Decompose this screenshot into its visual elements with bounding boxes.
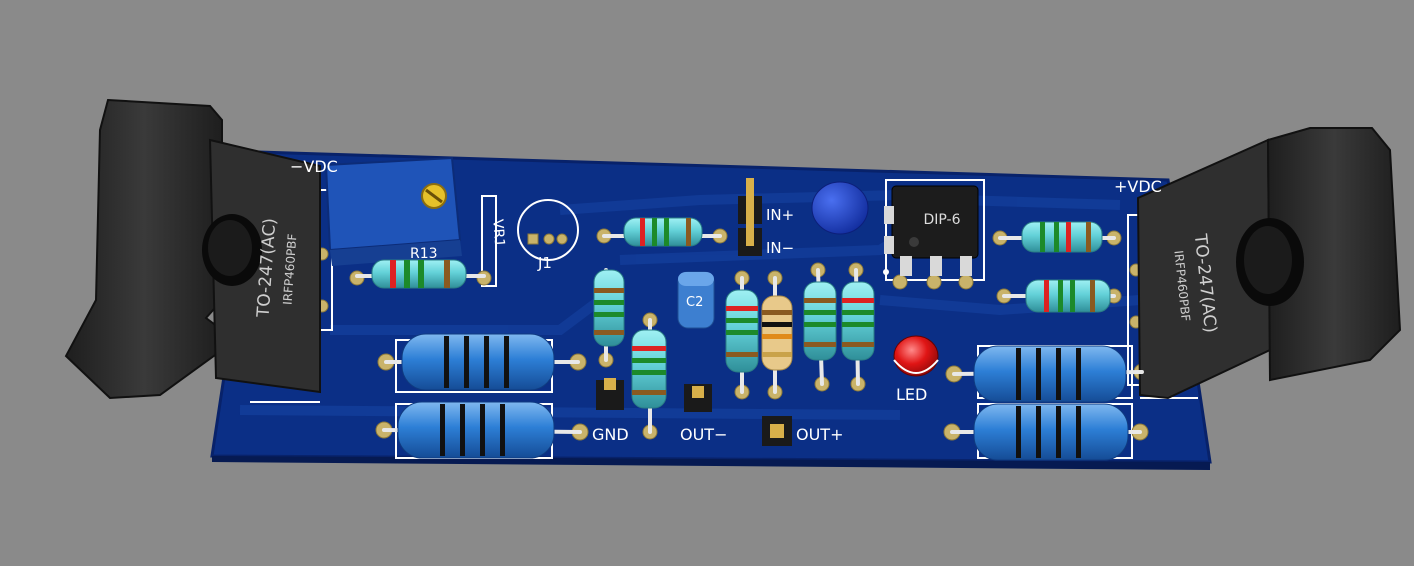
- capacitor-disc: [811, 181, 869, 235]
- label-c2: C2: [686, 295, 703, 310]
- label-vr1: VR1: [489, 219, 507, 248]
- terminal-out-minus[interactable]: [684, 384, 712, 412]
- label-in-minus: IN−: [766, 239, 794, 257]
- resistor-vertical-6: [841, 268, 875, 386]
- ic-label: DIP-6: [923, 212, 960, 228]
- ic-dip6: DIP-6: [884, 185, 979, 276]
- led: [893, 335, 939, 377]
- resistor-right-bottom: [1002, 279, 1116, 313]
- mosfet-right: TO-247(AC) IRFP460PBF: [1136, 127, 1402, 400]
- resistor-vertical-5: [803, 268, 837, 386]
- resistor-vertical-4-beige: [761, 276, 793, 394]
- mosfet-left: TO-247(AC) IRFP460PBF: [64, 98, 321, 400]
- connector-j1: [527, 233, 568, 245]
- resistor-vertical-3: [725, 276, 759, 394]
- label-gnd: GND: [592, 425, 629, 444]
- label-r13: R13: [410, 246, 438, 262]
- terminal-out-plus[interactable]: [762, 416, 792, 446]
- mosfet-left-part: IRFP460PBF: [280, 233, 299, 305]
- resistor-vertical-1: [593, 268, 625, 362]
- power-resistor-2: [382, 401, 582, 459]
- label-out-minus: OUT−: [680, 425, 727, 444]
- label-in-plus: IN+: [766, 206, 794, 224]
- power-resistor-1: [384, 333, 580, 391]
- resistor-r13: [355, 259, 486, 289]
- resistor-top-center: [602, 217, 722, 247]
- label-vdc-neg: −VDC: [290, 157, 338, 176]
- trimmer-vr1[interactable]: [324, 156, 462, 266]
- label-vdc-pos: +VDC: [1114, 177, 1162, 196]
- resistor-vertical-2: [631, 318, 667, 434]
- power-resistor-4: [950, 403, 1142, 461]
- capacitor-c2: [677, 271, 715, 329]
- label-j1: J1: [537, 254, 552, 272]
- power-resistor-3: [952, 345, 1144, 403]
- resistor-right-top: [998, 221, 1116, 253]
- header-in[interactable]: [738, 178, 762, 256]
- terminal-gnd[interactable]: [596, 378, 624, 410]
- label-led: LED: [896, 385, 927, 404]
- pin1-marker: [883, 269, 889, 275]
- label-out-plus: OUT+: [796, 425, 843, 444]
